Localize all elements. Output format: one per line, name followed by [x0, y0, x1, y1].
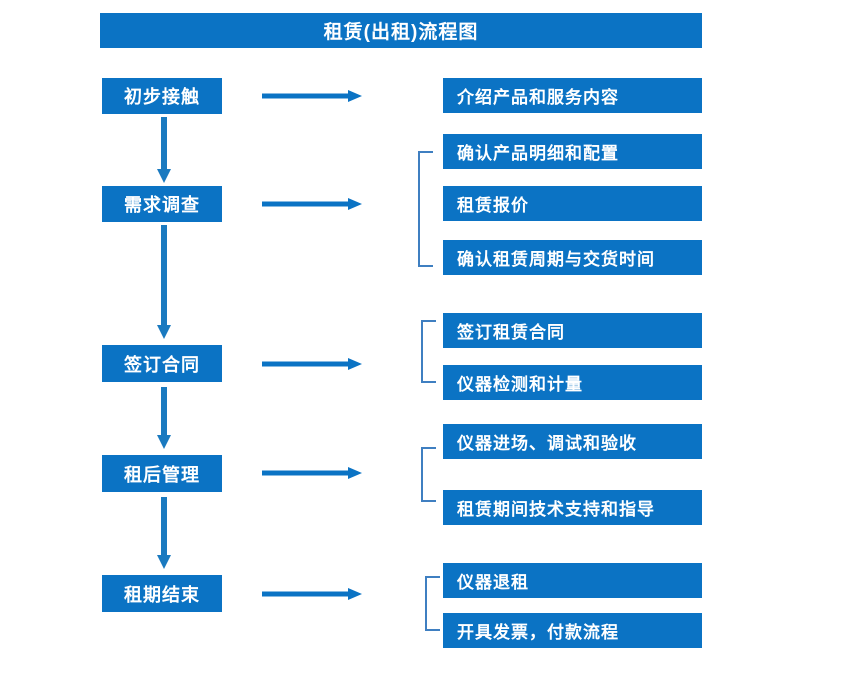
- detail-label-2-2: 租赁报价: [457, 196, 529, 215]
- right-arrow-icon-2: [262, 198, 362, 210]
- chart-title-banner: 租赁(出租)流程图: [100, 13, 702, 48]
- chart-title-text: 租赁(出租)流程图: [323, 22, 479, 43]
- detail-label-1-1: 介绍产品和服务内容: [457, 88, 619, 107]
- right-arrow-icon-5: [262, 588, 362, 600]
- stage-label-3: 签订合同: [124, 354, 200, 375]
- detail-box-2-1[interactable]: 确认产品明细和配置: [443, 134, 702, 169]
- detail-label-5-2: 开具发票，付款流程: [457, 623, 619, 642]
- detail-box-3-1[interactable]: 签订租赁合同: [443, 313, 702, 348]
- stage-label-1: 初步接触: [124, 87, 200, 107]
- detail-label-3-1: 签订租赁合同: [457, 323, 565, 342]
- group-bracket-icon-5: [425, 576, 440, 631]
- down-arrow-icon-1: [157, 117, 171, 183]
- detail-label-2-1: 确认产品明细和配置: [457, 144, 619, 163]
- detail-label-2-3: 确认租赁周期与交货时间: [457, 250, 655, 269]
- stage-label-5: 租期结束: [124, 584, 200, 605]
- down-arrow-icon-3: [157, 387, 171, 449]
- detail-box-1-1[interactable]: 介绍产品和服务内容: [443, 78, 702, 113]
- detail-label-3-2: 仪器检测和计量: [457, 375, 583, 394]
- group-bracket-icon-2: [418, 151, 433, 267]
- detail-box-2-3[interactable]: 确认租赁周期与交货时间: [443, 240, 702, 275]
- stage-label-4: 租后管理: [124, 464, 200, 485]
- down-arrow-icon-4: [157, 497, 171, 569]
- detail-box-3-2[interactable]: 仪器检测和计量: [443, 365, 702, 400]
- stage-label-2: 需求调查: [124, 195, 200, 215]
- detail-label-5-1: 仪器退租: [457, 573, 529, 592]
- detail-box-4-2[interactable]: 租赁期间技术支持和指导: [443, 490, 702, 525]
- group-bracket-icon-4: [421, 447, 436, 502]
- group-bracket-icon-3: [421, 320, 436, 383]
- detail-box-5-1[interactable]: 仪器退租: [443, 563, 702, 598]
- right-arrow-icon-4: [262, 467, 362, 479]
- detail-box-2-2[interactable]: 租赁报价: [443, 186, 702, 221]
- stage-box-2[interactable]: 需求调查: [102, 186, 222, 222]
- stage-box-3[interactable]: 签订合同: [102, 345, 222, 382]
- right-arrow-icon-3: [262, 358, 362, 370]
- stage-box-4[interactable]: 租后管理: [102, 455, 222, 492]
- down-arrow-icon-2: [157, 225, 171, 339]
- detail-label-4-1: 仪器进场、调试和验收: [457, 434, 637, 453]
- right-arrow-icon-1: [262, 90, 362, 102]
- stage-box-5[interactable]: 租期结束: [102, 575, 222, 612]
- detail-box-4-1[interactable]: 仪器进场、调试和验收: [443, 424, 702, 459]
- detail-label-4-2: 租赁期间技术支持和指导: [457, 500, 655, 519]
- detail-box-5-2[interactable]: 开具发票，付款流程: [443, 613, 702, 648]
- stage-box-1[interactable]: 初步接触: [102, 78, 222, 114]
